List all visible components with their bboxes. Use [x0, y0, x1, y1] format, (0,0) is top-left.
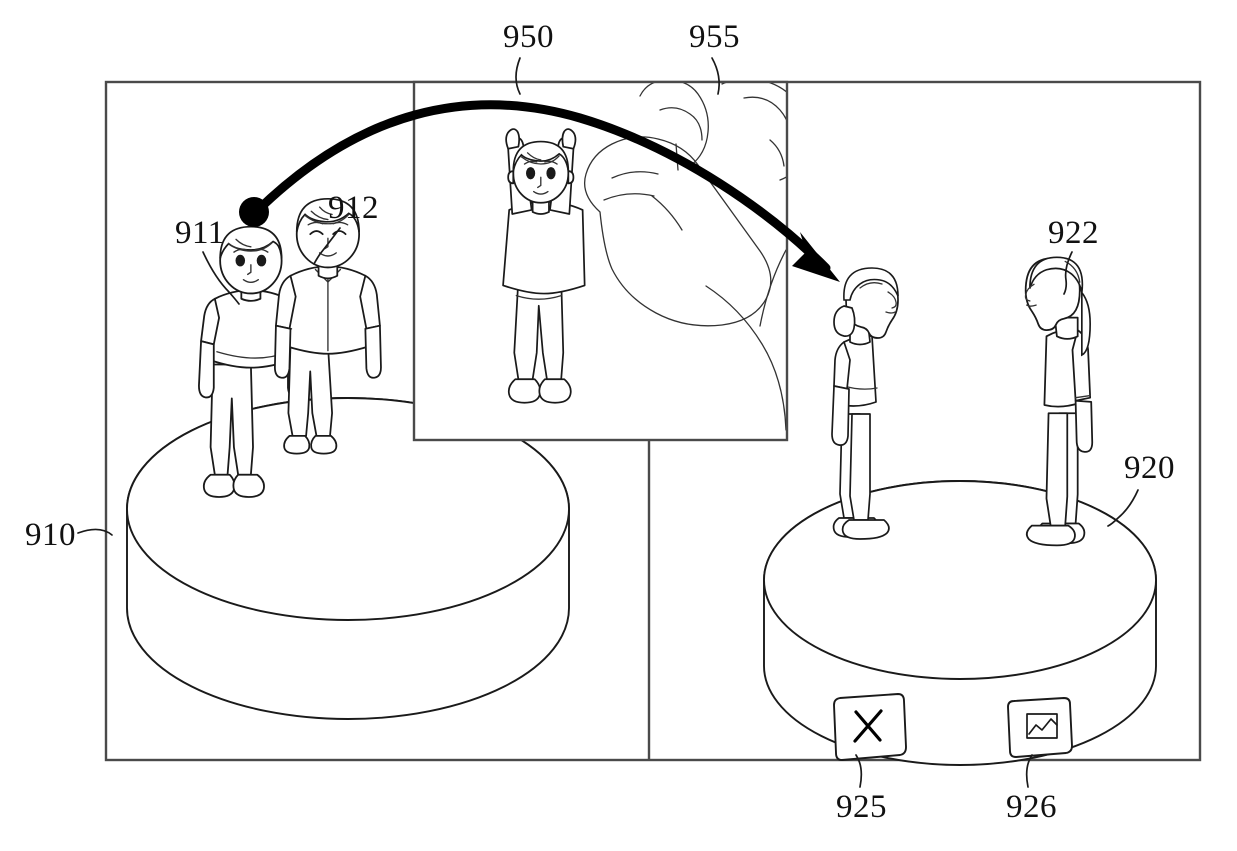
- destination-stage-panel[interactable]: [763, 256, 1157, 766]
- ref-label-920: 920: [1107, 450, 1175, 527]
- drag-path-arrow: [239, 100, 840, 282]
- ref-label-926-text: 926: [1006, 789, 1057, 825]
- photo-button[interactable]: [1007, 697, 1073, 758]
- ref-label-922-text: 922: [1048, 215, 1099, 251]
- ref-label-911: 911: [175, 215, 240, 305]
- destination-avatar-left[interactable]: [831, 267, 899, 540]
- ref-label-926: 926: [1006, 754, 1057, 825]
- ref-label-911-text: 911: [175, 215, 225, 251]
- ref-label-950: 950: [503, 19, 554, 95]
- preview-avatar[interactable]: [502, 128, 586, 404]
- source-stage-panel[interactable]: [126, 197, 570, 720]
- x-icon: [853, 709, 883, 743]
- ref-label-925-text: 925: [836, 789, 887, 825]
- ref-label-910-text: 910: [25, 517, 76, 553]
- ref-label-925: 925: [836, 754, 887, 825]
- pointing-hand: [583, 83, 786, 431]
- ref-label-955-text: 955: [689, 19, 740, 55]
- image-icon: [1026, 713, 1058, 739]
- ref-label-910: 910: [25, 517, 113, 553]
- ref-label-922: 922: [1048, 215, 1099, 295]
- ref-label-955: 955: [689, 19, 740, 95]
- ref-label-920-text: 920: [1124, 450, 1175, 486]
- destination-podium[interactable]: [763, 480, 1157, 766]
- avatar-preview-inset[interactable]: [412, 78, 808, 442]
- source-avatar-adult[interactable]: [273, 197, 382, 455]
- ref-label-912-text: 912: [328, 190, 379, 226]
- ref-label-912: 912: [313, 190, 379, 265]
- source-podium[interactable]: [126, 397, 570, 720]
- close-button[interactable]: [833, 693, 907, 761]
- ref-label-950-text: 950: [503, 19, 554, 55]
